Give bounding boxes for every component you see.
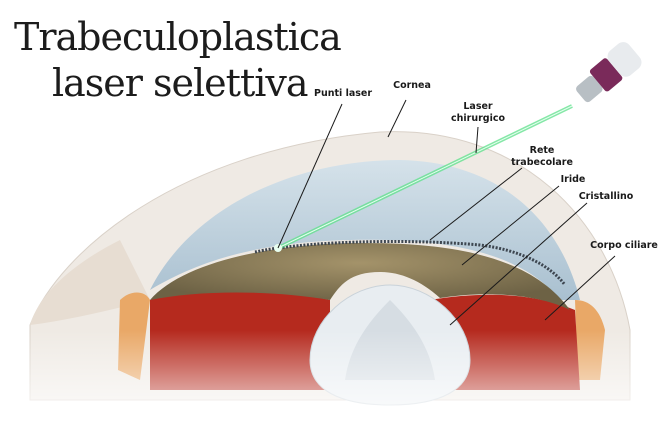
label-rete-line1: Rete xyxy=(529,145,555,156)
label-rete-line2: trabecolare xyxy=(511,157,573,168)
trabecular-meshwork xyxy=(254,240,567,286)
label-laser-line2: chirurgico xyxy=(451,113,505,124)
laser-device xyxy=(576,42,642,103)
iris xyxy=(150,242,570,310)
label-laser-line1: Laser xyxy=(463,101,493,112)
label-corpo-ciliare: Corpo ciliare xyxy=(590,240,658,251)
leader-lines xyxy=(277,99,616,326)
label-cristallino: Cristallino xyxy=(578,191,634,202)
laser-beam-core xyxy=(277,105,573,249)
cornea xyxy=(150,160,580,300)
bottom-fade xyxy=(0,330,660,440)
title-line-2: laser selettiva xyxy=(52,61,308,105)
label-iride: Iride xyxy=(560,174,586,185)
label-punti-laser: Punti laser xyxy=(313,88,373,99)
label-cornea: Cornea xyxy=(393,80,431,91)
title-line-1: Trabeculoplastica xyxy=(14,15,342,59)
